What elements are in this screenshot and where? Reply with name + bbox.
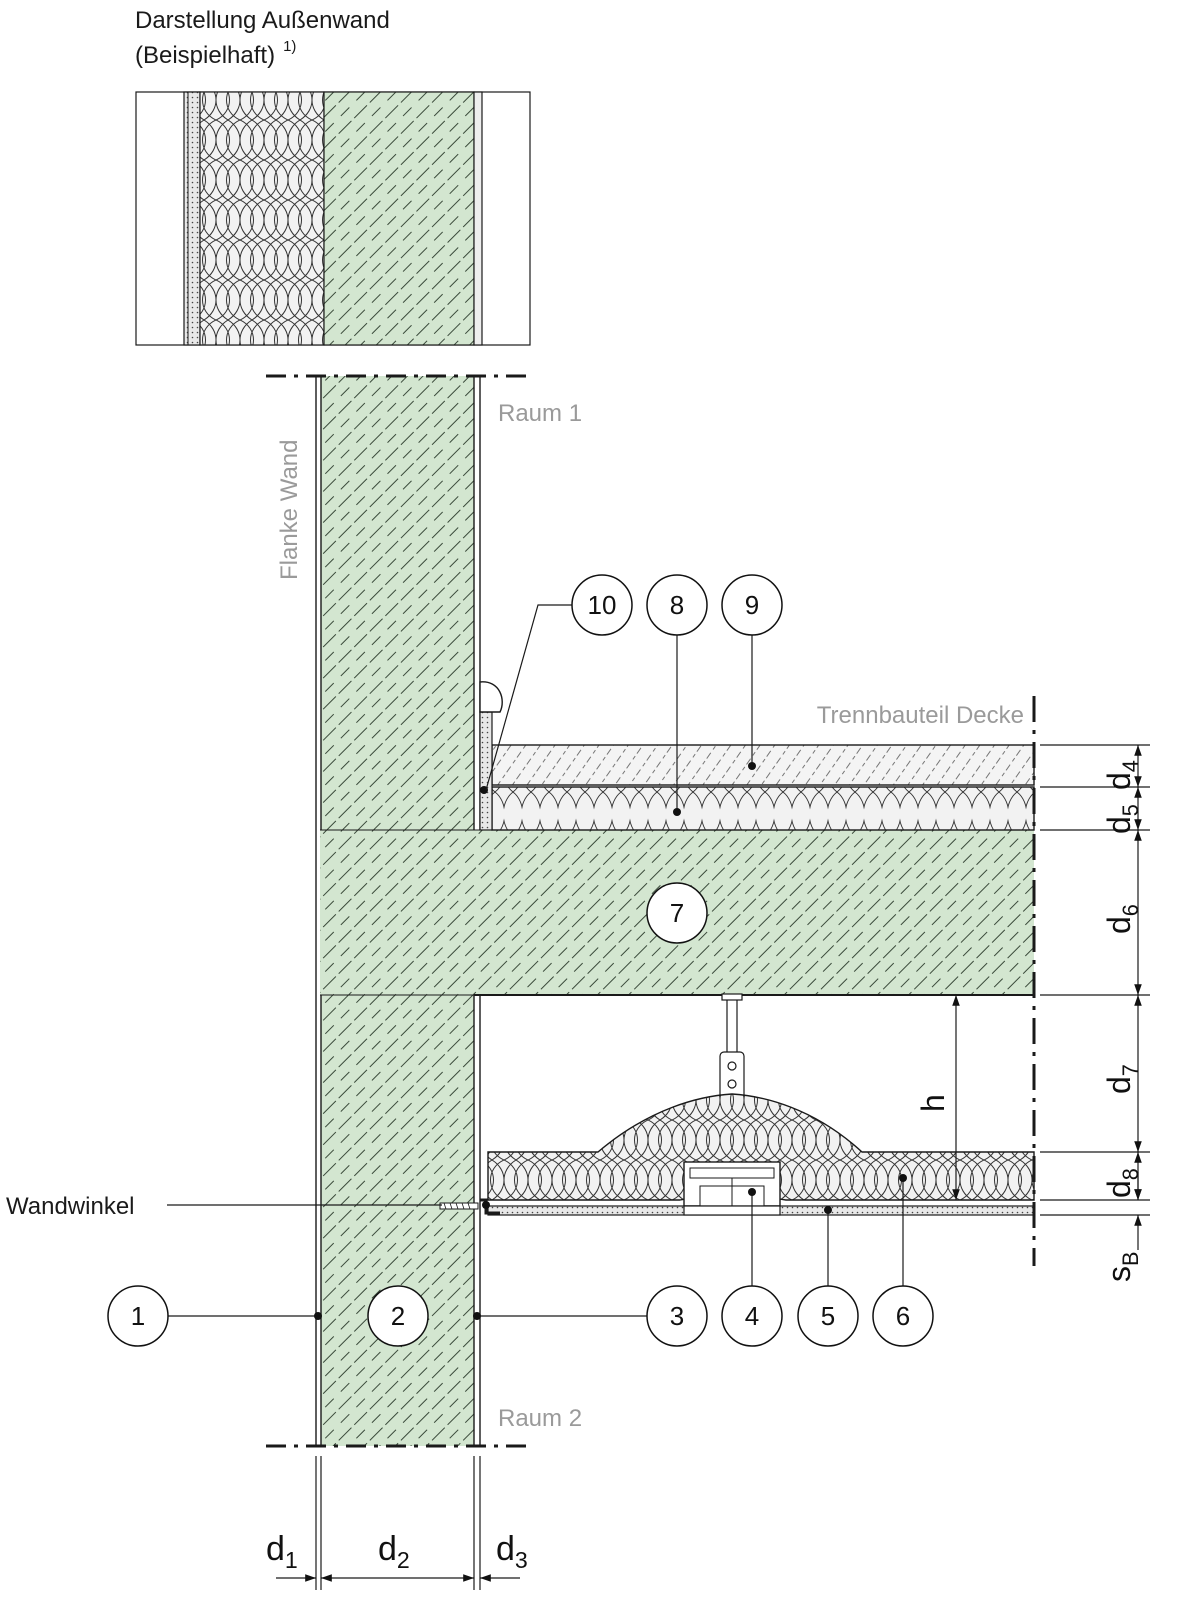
callout-5: 5: [797, 1285, 859, 1347]
svg-text:7: 7: [670, 898, 684, 928]
callout-dots: [314, 762, 907, 1320]
label-flanke-wand: Flanke Wand: [276, 439, 303, 580]
callout-9: 9: [721, 574, 783, 636]
svg-text:6: 6: [896, 1301, 910, 1331]
callout-6: 6: [872, 1285, 934, 1347]
label-trennbauteil: Trennbauteil Decke: [817, 702, 1024, 729]
svg-text:4: 4: [745, 1301, 759, 1331]
callout-10: 10: [571, 574, 633, 636]
callout-2: 2: [367, 1285, 429, 1347]
floating-floor: [479, 681, 1035, 831]
dim-h: h: [915, 1094, 951, 1112]
bottom-dimension-lines: [276, 1456, 520, 1590]
dim-d6: d6: [1101, 904, 1143, 934]
svg-text:10: 10: [588, 590, 617, 620]
label-wandwinkel: Wandwinkel: [6, 1193, 135, 1220]
suspended-ceiling: [439, 993, 1035, 1216]
dim-d8: d8: [1101, 1168, 1143, 1198]
callout-leaders: [168, 604, 904, 1317]
dim-d5: d5: [1101, 804, 1143, 834]
svg-text:8: 8: [670, 590, 684, 620]
right-dimension-lines: [952, 744, 1150, 1250]
dim-d1: d1: [266, 1530, 298, 1573]
callout-3: 3: [646, 1285, 708, 1347]
title-line2: (Beispielhaft)1): [135, 38, 296, 69]
exterior-wall-example: [135, 91, 531, 346]
svg-text:2: 2: [391, 1301, 405, 1331]
dim-d4: d4: [1101, 760, 1143, 790]
dim-d2: d2: [378, 1530, 410, 1573]
callout-1: 1: [107, 1285, 169, 1347]
callout-8: 8: [646, 574, 708, 636]
label-raum2: Raum 2: [498, 1405, 582, 1432]
dim-sB: sB: [1101, 1251, 1143, 1282]
svg-text:1: 1: [131, 1301, 145, 1331]
svg-text:5: 5: [821, 1301, 835, 1331]
label-raum1: Raum 1: [498, 400, 582, 427]
svg-text:9: 9: [745, 590, 759, 620]
dim-d7: d7: [1101, 1064, 1143, 1094]
title-line1: Darstellung Außenwand: [135, 7, 390, 34]
dim-d3: d3: [496, 1530, 528, 1573]
callout-4: 4: [721, 1285, 783, 1347]
callout-7: 7: [646, 882, 708, 944]
svg-text:3: 3: [670, 1301, 684, 1331]
